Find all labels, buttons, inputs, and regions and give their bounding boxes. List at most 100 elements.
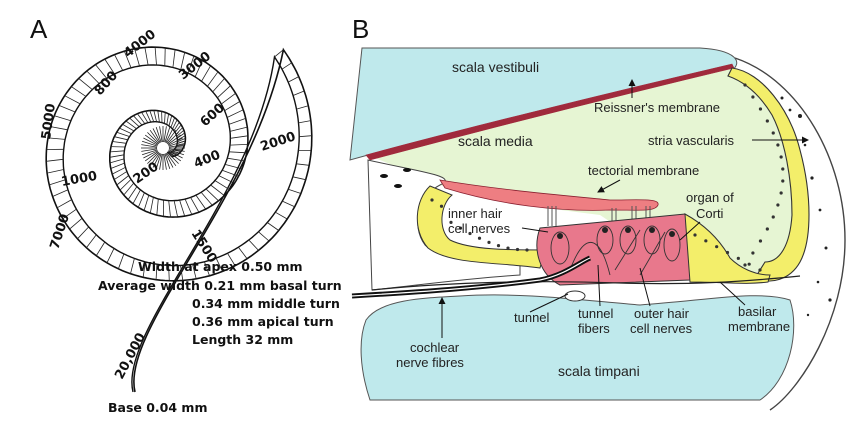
label-basilar: basilar [738, 304, 777, 319]
cell-nucleus-dot [743, 263, 747, 267]
freq-label-600: 600 [198, 101, 228, 130]
spiral-hatch-line [212, 78, 225, 93]
spiral-hatch-line [69, 217, 83, 230]
cell-nucleus-dot [765, 227, 769, 231]
label-outer-cell-nerves: cell nerves [630, 321, 693, 336]
spiral-hatch-line [204, 261, 210, 276]
spiral-hatch-line [106, 248, 115, 263]
spiral-hatch-line [168, 265, 170, 281]
spiral-hatch-line [78, 78, 93, 90]
outer-support-cells [684, 213, 771, 284]
spiral-hatch-line [296, 105, 309, 110]
spiral-hatch-line [176, 132, 185, 139]
organ-cell-outlines [550, 225, 681, 276]
apex-spoke-line [168, 150, 183, 159]
apex-spoke-line [166, 129, 177, 144]
freq-label-200: 200 [131, 159, 162, 187]
apex-spoke-line [165, 128, 174, 143]
freq-label-400: 400 [192, 148, 223, 172]
spiral-hatch-line [77, 226, 89, 240]
inner-support-cell-dots [430, 198, 529, 252]
label-tectorial-membrane: tectorial membrane [588, 163, 699, 178]
spiral-hatch-line [170, 117, 175, 128]
spiral-hatch-line [86, 234, 97, 248]
spec-base-width: Base 0.04 mm [108, 400, 207, 415]
spiral-inner-edge [62, 54, 300, 393]
spiral-hatch-line [113, 171, 128, 180]
apex-spoke-line [166, 152, 177, 167]
apex-spoke-line [168, 148, 185, 152]
spiral-hatch-line [157, 110, 160, 123]
spiral-hatch-line [166, 113, 169, 125]
apex-spoke-line [167, 151, 182, 162]
spiral-hatch-line [177, 138, 186, 143]
cell-nucleus-dot [458, 226, 463, 230]
spiral-hatch-line [172, 119, 178, 130]
spiral-hatch-line [173, 121, 180, 131]
spiral-hatch-line [227, 157, 245, 162]
spiral-hatch-line [288, 76, 299, 83]
spiral-hatch-line [229, 126, 248, 132]
spiral-hatch-line [134, 48, 140, 67]
apex-spoke-line [147, 151, 160, 164]
spiral-hatch-line [282, 200, 295, 208]
inner-sulcus-cells [416, 185, 546, 269]
spiral-hatch-line [62, 208, 77, 220]
spiral-hatch-line [267, 222, 279, 231]
spec-middle-turn: 0.34 mm middle turn [192, 296, 340, 311]
spiral-hatch-line [127, 186, 138, 200]
spiral-hatch-line [274, 49, 284, 58]
outer-support-cell-dots [693, 233, 762, 272]
cell-nucleus-dot [487, 240, 491, 244]
apex-spoke-line [163, 153, 167, 170]
spiral-hatch-line [122, 123, 135, 132]
spiral-hatch-line [110, 162, 125, 169]
spiral-hatch-line [176, 143, 185, 146]
panel-b-labels: scala vestibuli Reissner's membrane scal… [396, 59, 790, 379]
apex-spoke-line [168, 137, 183, 146]
label-corti: Corti [696, 206, 724, 221]
leader-arrows [438, 79, 809, 338]
spiral-hatch-line [164, 112, 166, 124]
line-basilar [719, 281, 746, 306]
spiral-hatch-line [54, 115, 72, 122]
cell-nucleus-dot [704, 239, 708, 243]
spiral-hatch-line [155, 264, 158, 280]
spiral-hatch-line [109, 158, 125, 164]
cell-nucleus-dot [477, 236, 482, 240]
spiral-hatch-line [296, 163, 310, 166]
cell-nucleus-dot [693, 233, 697, 237]
spiral-hatch-line [50, 126, 68, 131]
label-outer-hair: outer hair [634, 306, 690, 321]
apex-spoke-line [159, 126, 163, 143]
spiral-hatch-line [109, 154, 125, 158]
spiral-hatch-line [58, 105, 76, 113]
spiral-hatch-line [47, 169, 64, 174]
spiral-hatch-line [174, 124, 182, 133]
spiral-hatch-line [207, 71, 219, 87]
cell-nucleus-dot [725, 250, 730, 255]
apex-spoke-line [168, 149, 185, 156]
cochlear-nerve-inner [351, 257, 591, 297]
spiral-hatch-line [133, 115, 143, 126]
cell-nucleus-dot [449, 220, 453, 224]
freq-label-2000: 2000 [259, 129, 298, 154]
freq-label-5000: 5000 [39, 103, 59, 141]
spiral-hatch-line [168, 115, 173, 127]
spiral-hatch-line [248, 239, 259, 251]
spiral-hatch-line [299, 135, 312, 138]
spiral-hatch-line [210, 184, 225, 196]
spiral-hatch-line [292, 176, 306, 181]
spec-average-width: Average width 0.21 mm basal turn [98, 278, 342, 293]
label-inner-cell-nerves: cell nerves [448, 221, 511, 236]
line-tunnel-fibers [597, 264, 601, 307]
spiral-hatch-line [205, 188, 219, 202]
limbus-marks [380, 168, 411, 188]
spiral-hatch-line [217, 85, 231, 99]
spiral-hatch-line [192, 264, 197, 279]
panel-a-letter: A [30, 14, 48, 44]
spiral-hatch-line [222, 169, 239, 177]
apex-spoke-line [143, 150, 158, 159]
apex-spoke-line [155, 126, 162, 143]
